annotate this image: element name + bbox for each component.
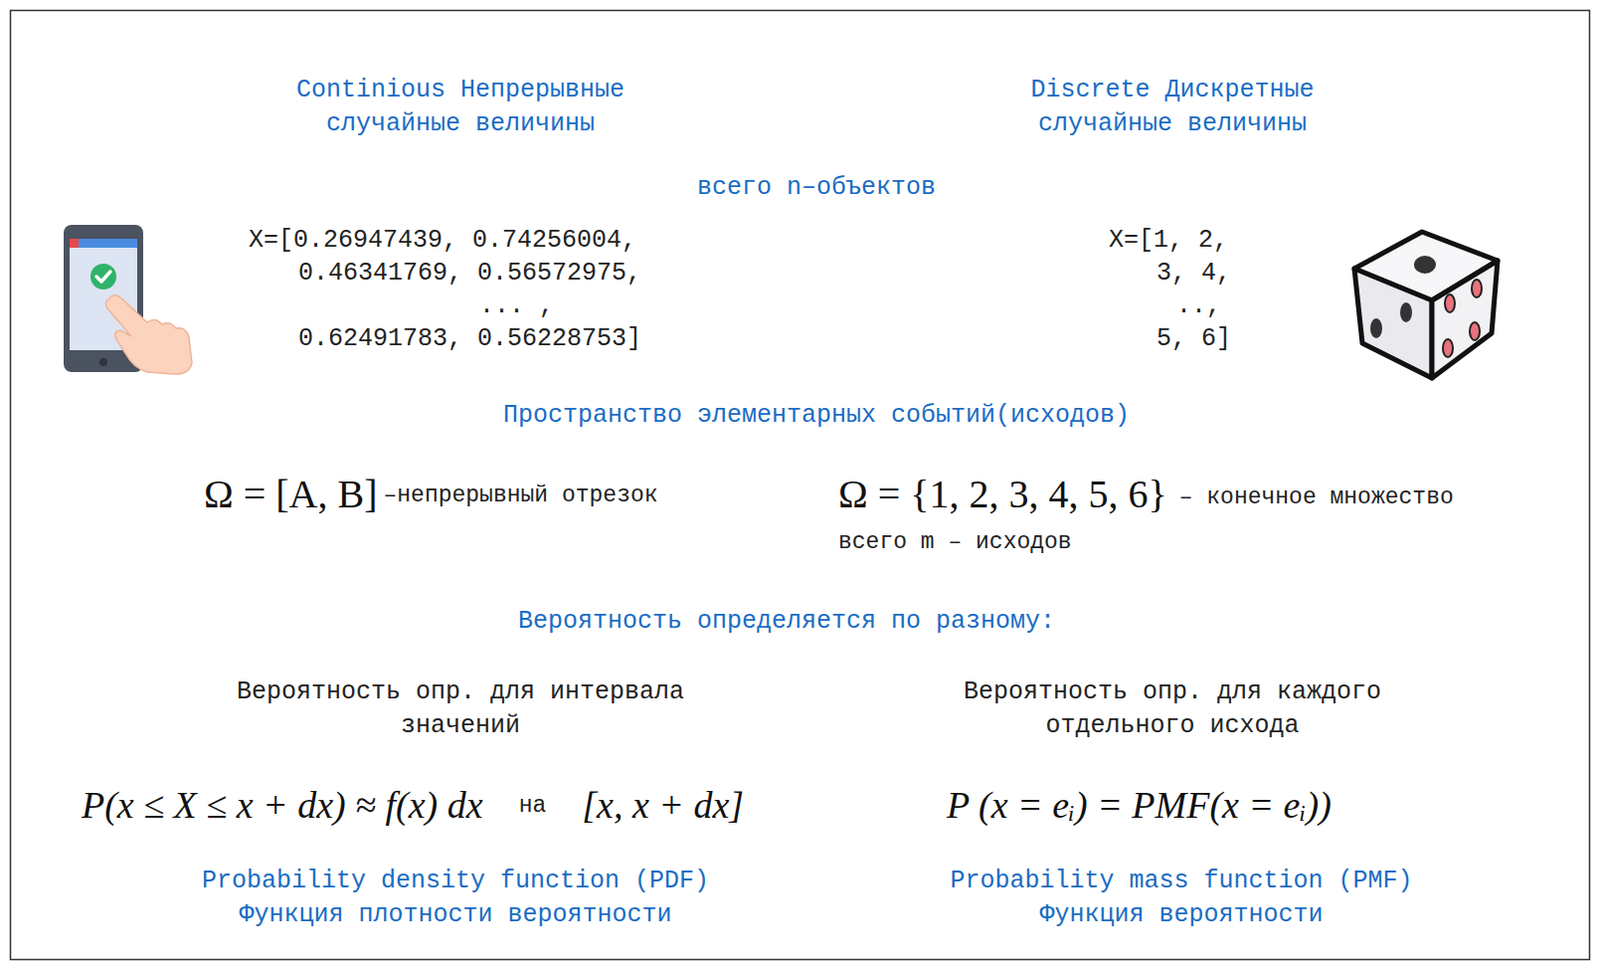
section-heading: Пространство элементарных событий(исходо… <box>503 398 1130 433</box>
outer-frame <box>10 10 1591 960</box>
formula: [x, x + dx] <box>581 779 744 831</box>
description: Вероятность опр. для интервала значений <box>221 675 700 743</box>
formula-note: –непрерывный отрезок <box>383 480 659 512</box>
dice-pip <box>1442 339 1453 357</box>
formula: Ω = [A, B] <box>203 467 378 522</box>
array-line: X=[0.26947439, 0.74256004, <box>248 223 637 258</box>
column-heading: Continious Непрерывные случайные величин… <box>291 73 630 142</box>
check-mark <box>96 271 111 282</box>
column-heading: Discrete Дискретные случайные величины <box>1003 73 1342 142</box>
formula: P(x ≤ X ≤ x + dx) ≈ f(x) dx <box>81 779 484 831</box>
hand-icon <box>105 295 192 374</box>
formula: Ω = {1, 2, 3, 4, 5, 6} <box>838 467 1168 522</box>
array-line: 0.46341769, 0.56572975, <box>298 256 642 291</box>
formula: P (x = eᵢ) = PMF(x = eᵢ)) <box>946 779 1332 831</box>
array-line: ... , <box>479 289 554 324</box>
description: Вероятность опр. для каждого отдельного … <box>933 675 1412 743</box>
phone-bar <box>69 238 138 248</box>
dice-pip <box>1444 294 1455 313</box>
dice-pip <box>1471 279 1482 298</box>
array-line: X=[1, 2, <box>1108 223 1229 258</box>
home-button <box>99 357 108 366</box>
term-caption: Probability mass function (PMF) Функция … <box>937 864 1425 932</box>
section-note: всего n–объектов <box>697 171 936 205</box>
formula-note: на <box>519 790 547 822</box>
dice-icon <box>1354 231 1498 378</box>
dice-pip <box>1469 322 1480 341</box>
dice-pips <box>1370 255 1482 357</box>
formula-note: всего m – исходов <box>838 527 1072 558</box>
dice-left <box>1354 268 1432 378</box>
array-line: .., <box>1176 289 1222 324</box>
array-line: 3, 4, <box>1156 256 1232 291</box>
formula-note: – конечное множество <box>1179 482 1454 514</box>
term-caption: Probability density function (PDF) Функц… <box>191 864 719 932</box>
phone-bar-mark <box>69 238 79 248</box>
dice-pip <box>1400 302 1413 323</box>
dice-pip <box>1370 318 1383 339</box>
dice-right <box>1431 260 1498 378</box>
array-line: 5, 6] <box>1156 322 1232 356</box>
section-heading: Вероятность определяется по разному: <box>518 604 1056 639</box>
check-circle <box>90 263 117 290</box>
dice-pip <box>1414 255 1436 274</box>
array-line: 0.62491783, 0.56228753] <box>298 322 642 356</box>
phone-icon <box>63 224 192 374</box>
